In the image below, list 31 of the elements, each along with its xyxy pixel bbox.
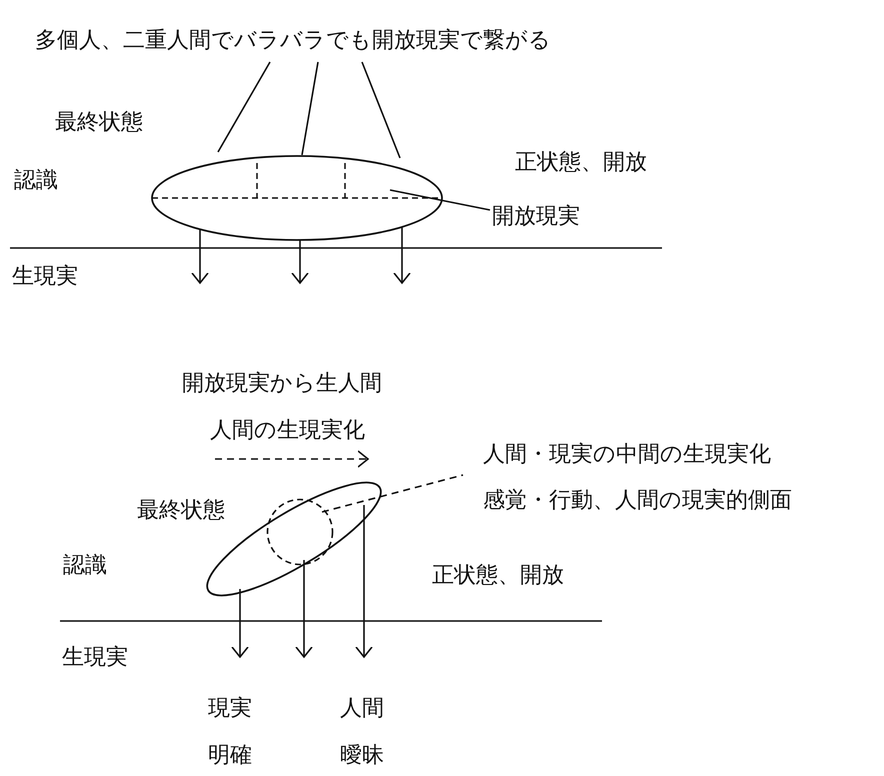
divided-ellipse	[151, 155, 443, 241]
text-label: 曖昧	[340, 742, 384, 768]
arrow	[295, 560, 313, 658]
dashed-circle	[266, 498, 334, 566]
arrow	[355, 505, 373, 658]
text-label: 認識	[14, 167, 58, 193]
arrow	[231, 589, 249, 658]
text-label: 認識	[63, 552, 107, 578]
text-label: 明確	[208, 742, 252, 768]
text-label: 人間・現実の中間の生現実化	[483, 441, 771, 467]
text-label: 正状態、開放	[432, 562, 564, 588]
text-label: 多個人、二重人間でバラバラでも開放現実で繋がる	[35, 27, 551, 53]
text-label: 現実	[208, 695, 252, 721]
leader-line	[301, 62, 319, 156]
arrow	[191, 229, 209, 284]
text-label: 感覚・行動、人間の現実的側面	[483, 487, 792, 513]
text-label: 正状態、開放	[515, 149, 647, 175]
leader-line	[390, 189, 490, 211]
arrow	[291, 240, 309, 284]
text-label: 人間	[340, 695, 384, 721]
leader-line	[217, 62, 271, 152]
arrow	[393, 227, 411, 284]
leader-line	[361, 62, 401, 158]
text-label: 生現実	[62, 644, 128, 670]
text-label: 最終状態	[137, 497, 225, 523]
leader-line	[322, 474, 464, 513]
text-label: 開放現実	[492, 203, 580, 229]
text-label: 生現実	[12, 263, 78, 289]
text-label: 開放現実から生人間	[182, 370, 382, 396]
text-label: 人間の生現実化	[210, 417, 365, 443]
text-label: 最終状態	[55, 109, 143, 135]
